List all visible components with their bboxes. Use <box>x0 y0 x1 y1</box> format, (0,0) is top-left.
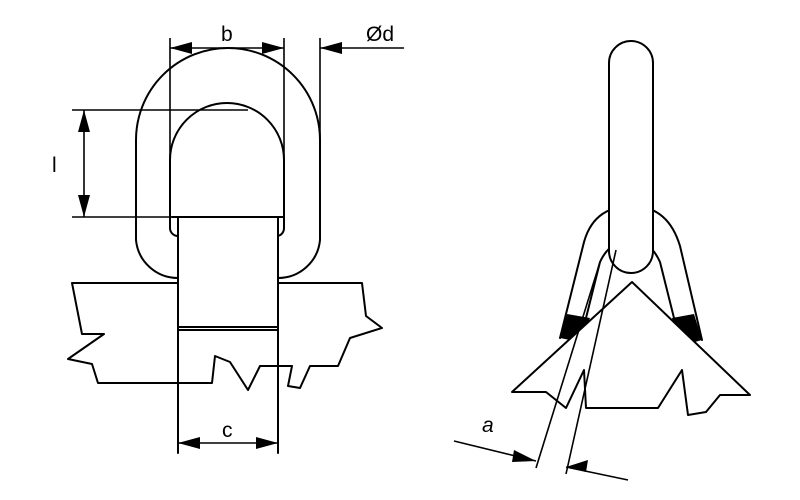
ring-inner-left-end <box>169 227 179 237</box>
base-triangle <box>511 281 751 416</box>
front-view: b Ød l c <box>52 23 404 454</box>
arrow-a-right <box>566 460 588 472</box>
arrow-l-bottom <box>78 195 90 217</box>
arrow-c-right <box>256 437 278 449</box>
arrow-b-left <box>170 42 192 54</box>
throat-line-2 <box>565 249 617 475</box>
throat-line-1 <box>535 261 601 469</box>
label-c: c <box>222 419 233 442</box>
arrow-b-right <box>262 42 284 54</box>
base-plate <box>67 282 383 391</box>
ring-outer-left-bottom <box>135 239 179 280</box>
label-a: a <box>482 414 494 437</box>
label-b: b <box>221 23 233 46</box>
ring-outer <box>135 47 321 280</box>
arrow-c-left <box>178 437 200 449</box>
arrow-l-top <box>78 110 90 132</box>
weld-block <box>177 216 279 328</box>
side-view: a <box>453 40 751 481</box>
label-d: Ød <box>366 23 394 46</box>
arrow-d <box>320 42 342 54</box>
link <box>608 40 654 274</box>
ring-inner <box>169 102 285 237</box>
label-l: l <box>52 154 57 177</box>
arrow-a-left <box>512 450 536 462</box>
